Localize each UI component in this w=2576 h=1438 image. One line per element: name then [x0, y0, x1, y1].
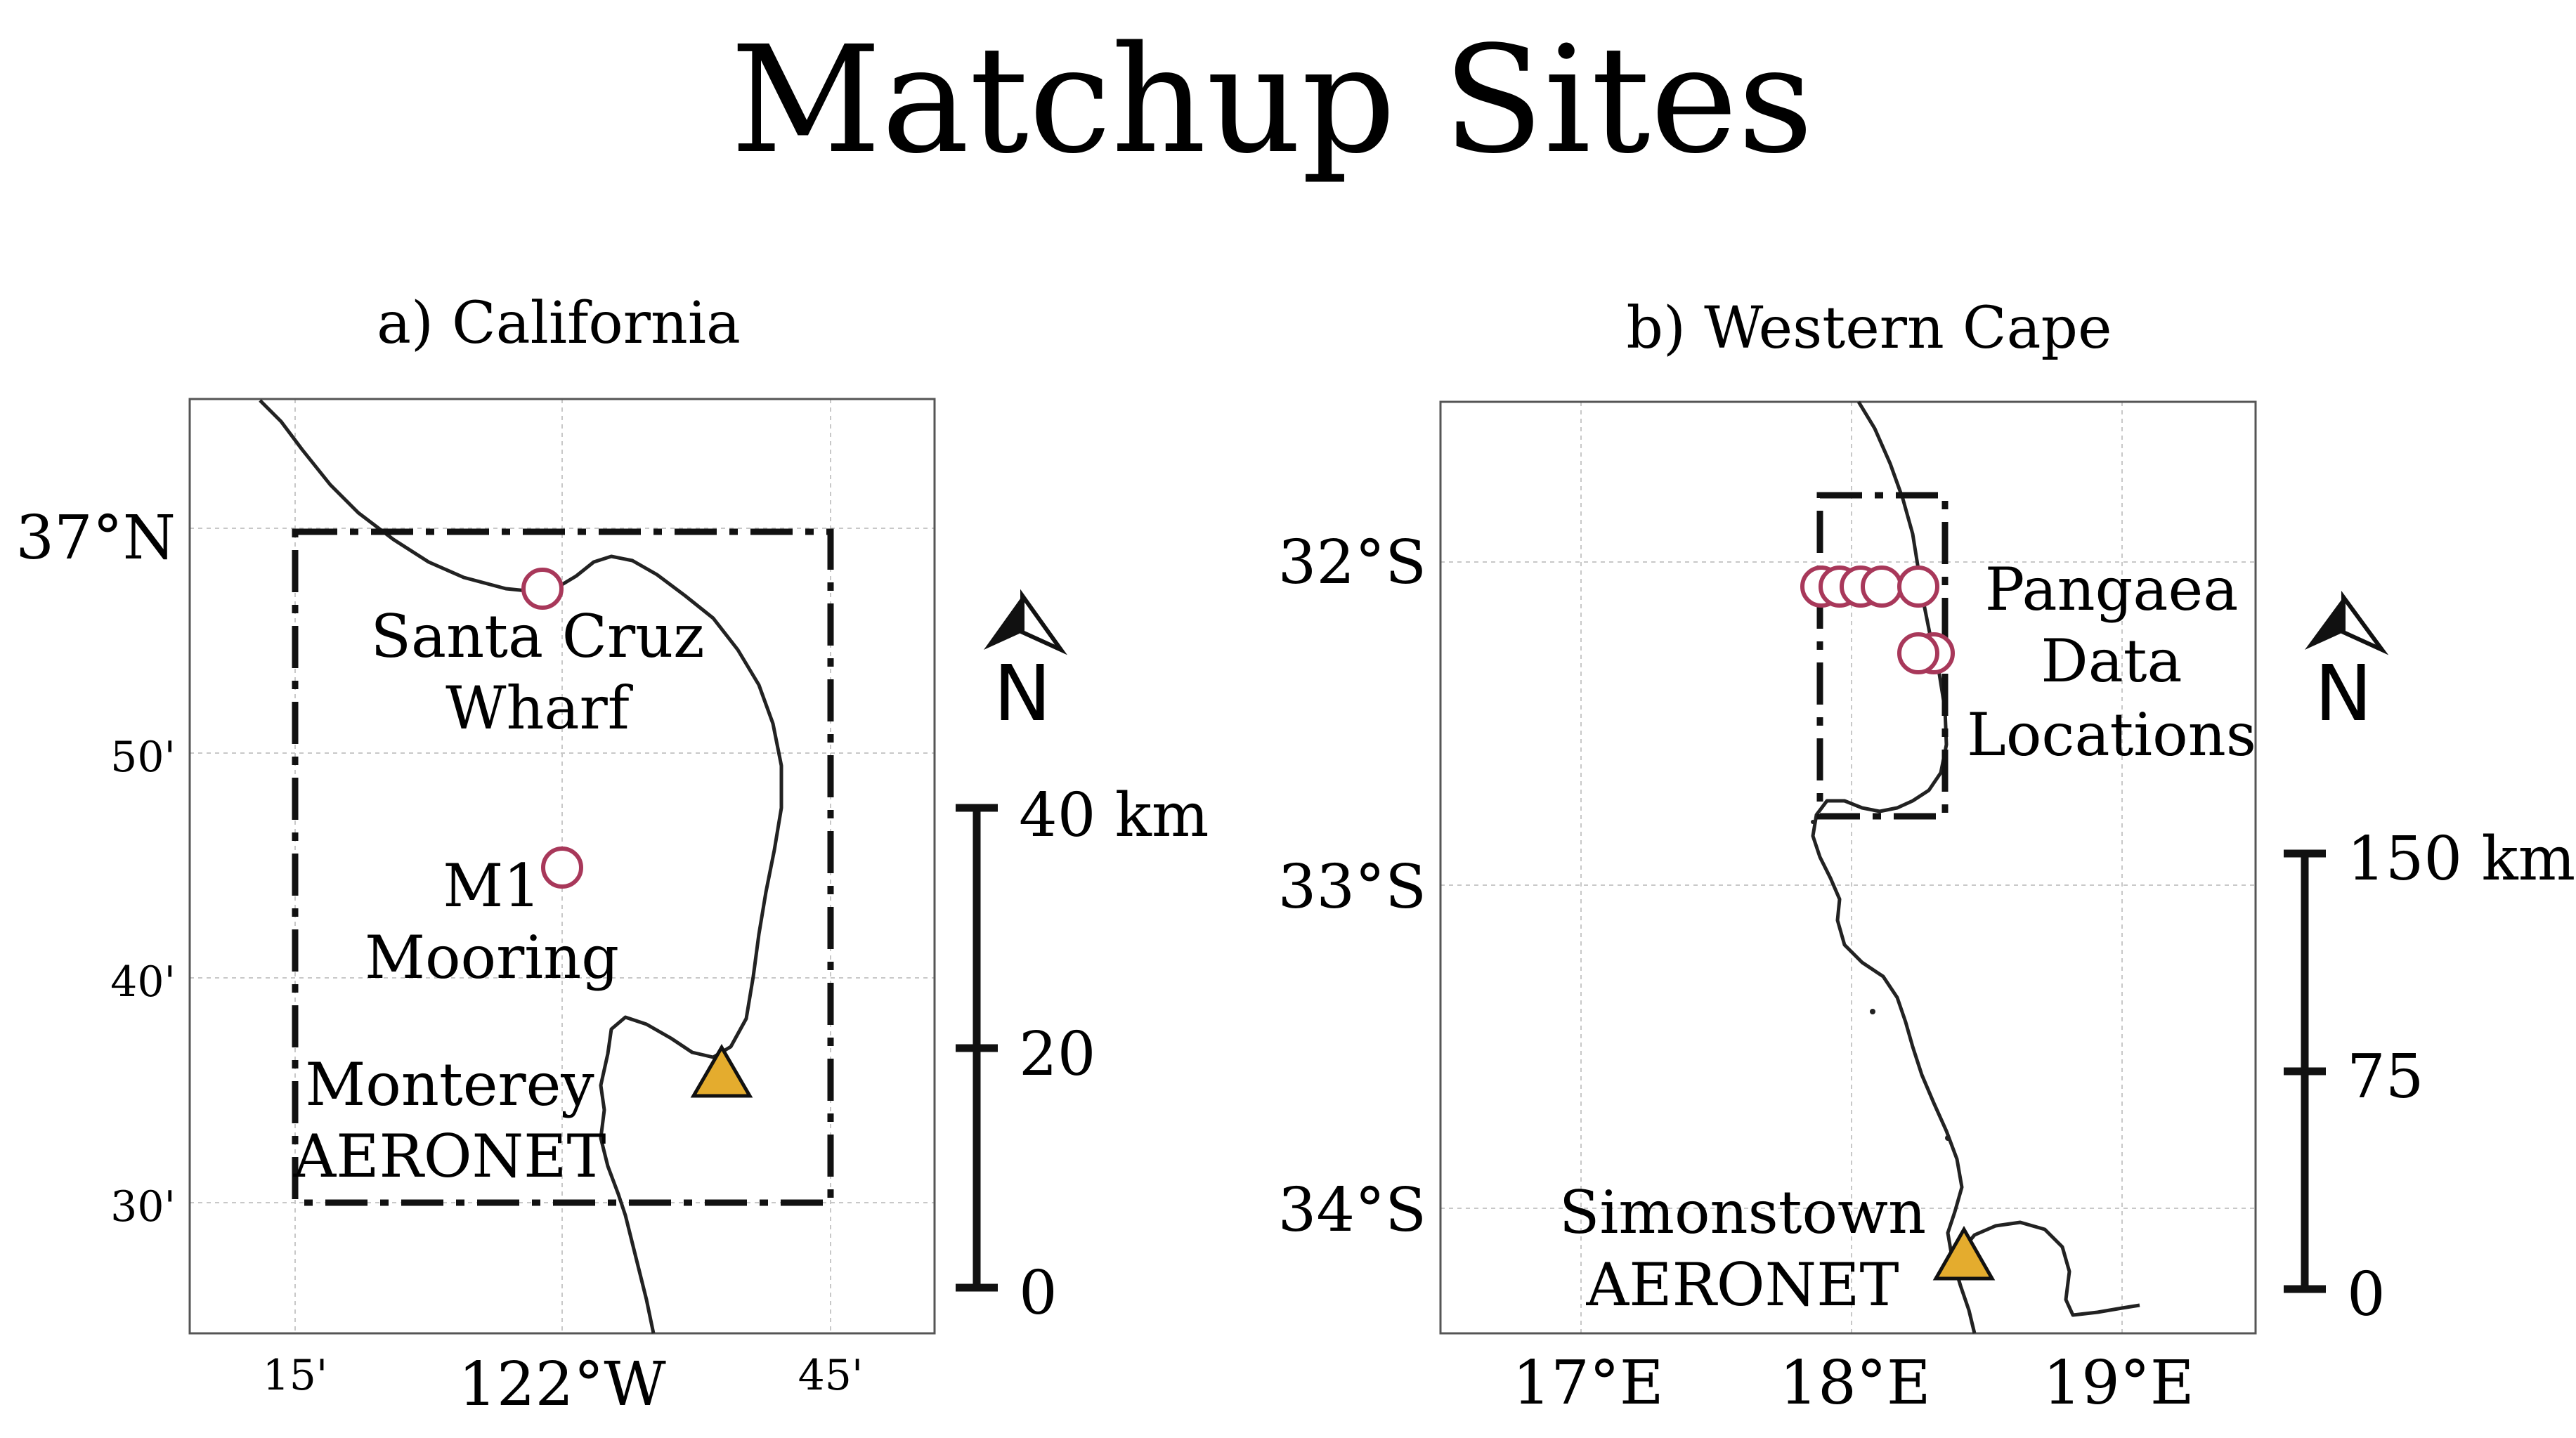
monterey-label: Monterey: [305, 1050, 594, 1119]
panel-b-scale-bar: 150 km 75 0: [2284, 824, 2575, 1330]
panel-a-north-label: N: [994, 648, 1051, 738]
panel-b-grid: [1440, 402, 2256, 1333]
pangaea-label: Pangaea: [1985, 555, 2239, 624]
panel-california: a) California 37°N 50' 40' 30' 15' 122°W…: [15, 290, 1209, 1420]
panel-b-north-arrow-icon: N: [2305, 590, 2389, 738]
panel-a-lat-label: 37°N: [15, 503, 176, 573]
panel-b-lat-label: 33°S: [1278, 852, 1426, 922]
panel-b-scale-label: 75: [2347, 1042, 2424, 1112]
panel-b-lat-label: 34°S: [1278, 1175, 1426, 1246]
data-label: Data: [2041, 627, 2182, 695]
simonstown-aeronet-label: AERONET: [1586, 1250, 1899, 1319]
california-coastline: [259, 399, 783, 1334]
panel-b-lon-label: 19°E: [2043, 1348, 2194, 1418]
panel-a-north-arrow-icon: N: [984, 589, 1067, 738]
simonstown-aeronet-marker: [1932, 1225, 1996, 1281]
panel-a-scale-label: 0: [1019, 1258, 1058, 1328]
panel-western-cape: b) Western Cape 32°S 33°S 34°S 17°E 18°E…: [1278, 295, 2576, 1418]
panel-b-lon-label: 18°E: [1779, 1348, 1930, 1418]
false-bay-coastline: [1960, 1220, 2140, 1317]
m1-label: M1: [443, 851, 540, 920]
panel-a-title: a) California: [377, 290, 741, 357]
locations-label: Locations: [1967, 700, 2256, 769]
panel-a-map-frame: [188, 398, 936, 1335]
panel-b-scale-label: 150 km: [2347, 824, 2575, 894]
panel-a-lon-label: 45': [798, 1351, 864, 1400]
panel-b-lon-label: 17°E: [1512, 1348, 1663, 1418]
panel-b-title: b) Western Cape: [1627, 295, 2112, 362]
panel-a-scale-bar: 40 km 20 0: [956, 780, 1209, 1328]
panel-a-lat-label: 50': [110, 733, 176, 782]
monterey-aeronet-marker: [690, 1044, 753, 1098]
panel-b-scale-label: 0: [2347, 1260, 2386, 1330]
island-icon: [1811, 820, 1815, 824]
figure-title: Matchup Sites: [730, 14, 1813, 186]
simonstown-label: Simonstown: [1559, 1178, 1926, 1247]
wharf-label: Wharf: [445, 674, 634, 743]
santa-cruz-label: Santa Cruz: [370, 602, 704, 671]
panel-a-lat-label: 40': [110, 957, 176, 1007]
aeronet-label: AERONET: [293, 1122, 606, 1191]
panel-a-lat-label: 30': [110, 1182, 176, 1231]
panel-a-scale-label: 40 km: [1019, 780, 1209, 851]
panel-a-scale-label: 20: [1019, 1019, 1095, 1090]
panel-a-study-box: [292, 528, 834, 1206]
pangaea-marker: [1861, 566, 1903, 608]
panel-a-lon-label: 15': [263, 1351, 328, 1400]
panel-b-lat-label: 32°S: [1278, 528, 1426, 598]
panel-a-lon-label: 122°W: [458, 1349, 666, 1420]
m1-mooring-marker: [541, 847, 583, 889]
pangaea-marker: [1897, 566, 1939, 608]
island-icon: [1945, 1135, 1951, 1141]
pangaea-marker: [1897, 632, 1939, 674]
mooring-label: Mooring: [365, 923, 619, 992]
island-icon: [1870, 1009, 1875, 1014]
panel-b-map-frame: [1439, 400, 2257, 1335]
santa-cruz-wharf-marker: [521, 568, 564, 610]
panel-b-north-label: N: [2315, 648, 2372, 738]
